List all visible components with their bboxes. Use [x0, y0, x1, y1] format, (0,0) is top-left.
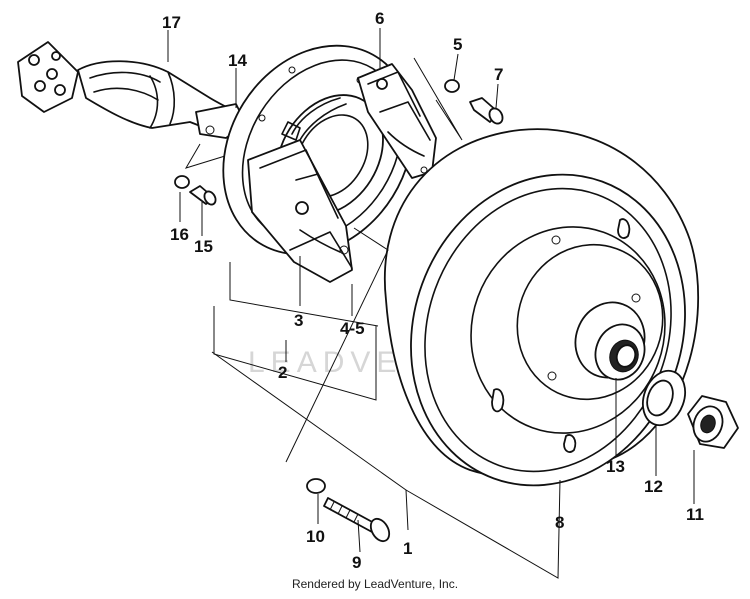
screw-7 — [469, 97, 504, 125]
washer-10 — [306, 478, 326, 494]
washer-5 — [444, 79, 460, 93]
callout-17: 17 — [162, 13, 181, 32]
flywheel-rotor — [383, 128, 700, 487]
callout-12: 12 — [644, 477, 663, 496]
leader-lines — [167, 28, 695, 579]
nut-11 — [687, 395, 739, 449]
callout-2: 2 — [278, 363, 287, 382]
callout-14: 14 — [228, 51, 247, 70]
callout-8: 8 — [555, 513, 564, 532]
bolt-9 — [323, 497, 391, 543]
wire-harness — [17, 41, 247, 169]
callout-1: 1 — [403, 539, 412, 558]
callout-7: 7 — [494, 65, 503, 84]
callout-11: 11 — [686, 505, 704, 524]
callout-13: 13 — [606, 457, 625, 476]
callout-5: 5 — [453, 35, 462, 54]
washer-12 — [642, 369, 686, 427]
callout-16: 16 — [170, 225, 189, 244]
callout-6: 6 — [375, 9, 384, 28]
washer-16 — [174, 175, 190, 189]
stator-wire-bundle — [281, 97, 347, 141]
footer-credit: Rendered by LeadVenture, Inc. — [291, 577, 459, 591]
callout-10: 10 — [306, 527, 325, 546]
callout-3: 3 — [294, 311, 303, 330]
callout-15: 15 — [194, 237, 213, 256]
callout-9: 9 — [352, 553, 361, 572]
callout-4-5: 4-5 — [340, 319, 365, 338]
stator-coil-lower — [247, 139, 353, 283]
screw-15 — [189, 185, 217, 206]
